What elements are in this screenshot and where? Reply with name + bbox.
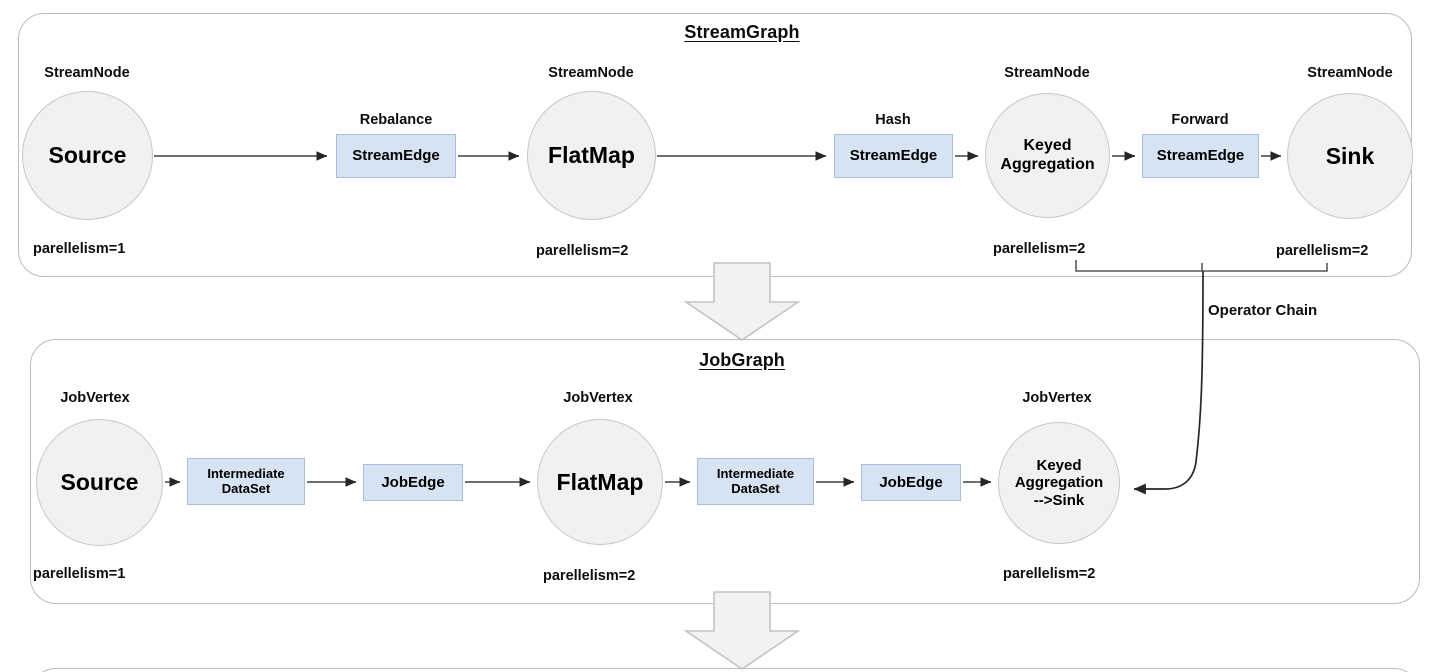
streamnode-sink[interactable]: Sink	[1287, 93, 1413, 219]
streamnode-caption-flatmap: StreamNode	[548, 65, 634, 81]
streamedge-forward-label: StreamEdge	[1156, 147, 1245, 165]
streamnode-keyed-aggregation[interactable]: Keyed Aggregation	[985, 93, 1110, 218]
parallelism-streamgraph-keyed-aggregation: parellelism=2	[993, 241, 1086, 257]
intermediate-dataset-1-label: Intermediate DataSet	[207, 465, 285, 496]
parallelism-jobgraph-source: parellelism=1	[33, 566, 126, 582]
jobvertex-flatmap[interactable]: FlatMap	[537, 419, 663, 545]
jobvertex-source[interactable]: Source	[36, 419, 163, 546]
jobedge-2-label: JobEdge	[879, 473, 943, 491]
jobgraph-title: JobGraph	[699, 350, 785, 370]
jobvertex-source-label: Source	[60, 469, 139, 496]
streamedge-rebalance[interactable]: StreamEdge	[336, 134, 456, 178]
streamnode-source-label: Source	[48, 142, 127, 169]
parallelism-streamgraph-flatmap: parellelism=2	[536, 243, 629, 259]
edge-kind-hash: Hash	[875, 112, 911, 128]
streamnode-source[interactable]: Source	[22, 91, 153, 220]
streamedge-forward[interactable]: StreamEdge	[1142, 134, 1259, 178]
streamnode-keyed-aggregation-label: Keyed Aggregation	[1000, 137, 1095, 173]
streamedge-hash-label: StreamEdge	[849, 147, 938, 165]
jobvertex-caption-source: JobVertex	[60, 390, 130, 406]
intermediate-dataset-2[interactable]: Intermediate DataSet	[697, 458, 814, 505]
jobedge-1[interactable]: JobEdge	[363, 464, 463, 501]
edge-kind-forward: Forward	[1171, 112, 1229, 128]
intermediate-dataset-1[interactable]: Intermediate DataSet	[187, 458, 305, 505]
edge-kind-rebalance: Rebalance	[359, 112, 433, 128]
jobvertex-caption-flatmap: JobVertex	[563, 390, 633, 406]
streamnode-caption-source: StreamNode	[44, 65, 130, 81]
jobvertex-flatmap-label: FlatMap	[556, 468, 644, 495]
jobedge-2[interactable]: JobEdge	[861, 464, 961, 501]
jobvertex-keyed-aggregation-sink-label: Keyed Aggregation -->Sink	[1014, 457, 1104, 509]
streamedge-rebalance-label: StreamEdge	[352, 147, 440, 165]
streamnode-caption-keyed-aggregation: StreamNode	[1004, 65, 1090, 81]
parallelism-streamgraph-sink: parellelism=2	[1276, 243, 1369, 259]
operator-chain-label: Operator Chain	[1208, 302, 1318, 319]
streamedge-hash[interactable]: StreamEdge	[834, 134, 953, 178]
streamnode-flatmap[interactable]: FlatMap	[527, 91, 656, 220]
parallelism-jobgraph-keyed-aggregation-sink: parellelism=2	[1003, 566, 1096, 582]
streamnode-caption-sink: StreamNode	[1307, 65, 1393, 81]
parallelism-streamgraph-source: parellelism=1	[33, 241, 126, 257]
jobedge-1-label: JobEdge	[381, 473, 445, 491]
parallelism-jobgraph-flatmap: parellelism=2	[543, 568, 636, 584]
jobvertex-caption-keyed-aggregation-sink: JobVertex	[1022, 390, 1092, 406]
intermediate-dataset-2-label: Intermediate DataSet	[716, 465, 795, 496]
streamnode-sink-label: Sink	[1325, 142, 1375, 169]
jobvertex-keyed-aggregation-sink[interactable]: Keyed Aggregation -->Sink	[998, 422, 1120, 544]
executiongraph-panel-partial	[30, 668, 1420, 672]
streamnode-flatmap-label: FlatMap	[548, 142, 635, 169]
streamgraph-title: StreamGraph	[684, 22, 800, 42]
